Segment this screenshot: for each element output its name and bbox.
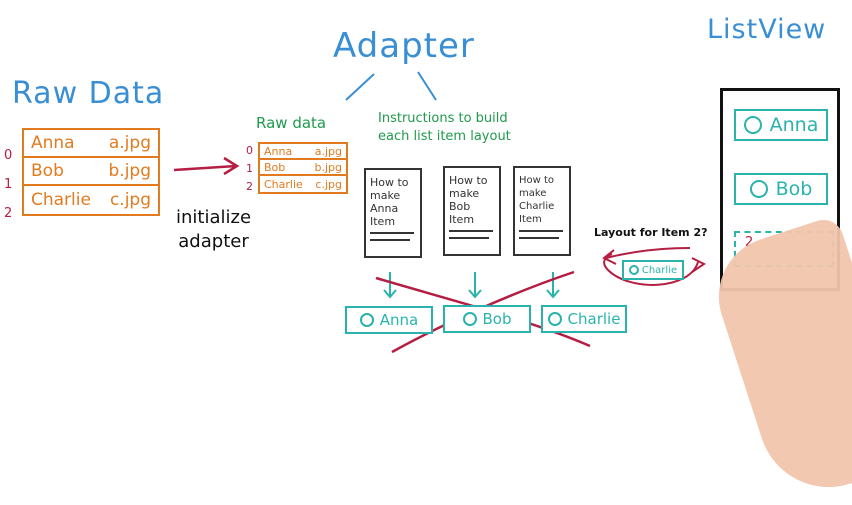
card-squiggle [370,239,410,241]
raw-index-0: 0 [4,148,13,163]
card-line: make [519,188,547,199]
table-row: Anna a.jpg [24,130,158,158]
raw-data-title: Raw Data [12,76,165,111]
item-label: Bob [775,178,813,200]
table-row: Anna a.jpg [260,144,346,160]
card-line: make [370,189,401,202]
instructions-line-2: each list item layout [378,129,511,144]
card-line: Charlie [519,201,555,212]
card-squiggle [370,232,414,234]
table-row: Charlie c.jpg [260,176,346,192]
instructions-label: Instructions to build each list item lay… [378,110,511,146]
item-label: Charlie [567,310,621,328]
card-squiggle [519,230,563,232]
adapter-index-0: 0 [246,144,253,157]
down-arrows [383,272,560,299]
raw-name: Charlie [31,190,91,210]
initialize-arrow-line [173,164,237,172]
card-squiggle [449,230,493,232]
connector-layer [173,71,706,354]
instruction-card-charlie: How to make Charlie Item [513,166,571,256]
list-item: Anna [345,306,433,334]
card-squiggle [449,237,489,239]
adapter-file: b.jpg [314,160,343,174]
card-squiggle [519,237,559,239]
adapter-name: Anna [264,144,293,158]
adapter-label: adapter [178,231,249,252]
table-row: Charlie c.jpg [24,186,158,214]
layout-question-label: Layout for Item 2? [594,226,708,239]
item-label: Anna [379,311,419,329]
card-line: Bob [449,200,471,213]
face-icon [743,116,762,134]
listview-frame: Anna Bob 2 [720,88,840,291]
item-label: Charlie [641,264,678,276]
raw-file: c.jpg [109,190,151,210]
card-line: How to [519,175,555,186]
card-line: Item [519,214,542,225]
raw-name: Bob [31,161,64,181]
raw-file: a.jpg [108,133,151,153]
adapter-raw-data-label: Raw data [256,114,327,132]
layout-request-arrow [605,247,691,259]
card-line: make [449,187,480,200]
adapter-index-1: 1 [246,162,253,175]
raw-name: Anna [31,133,75,153]
table-row: Bob b.jpg [260,160,346,176]
face-icon [547,312,562,326]
list-item: Bob [443,305,531,333]
table-row: Bob b.jpg [24,158,158,186]
layout-return-arrow-head [691,257,706,273]
instruction-card-anna: How to make Anna Item [364,168,422,258]
initialize-adapter-label: initialize adapter [176,206,251,254]
face-icon [359,313,374,327]
list-item: Charlie [541,305,627,333]
raw-index-1: 1 [4,177,13,192]
adapter-file: c.jpg [315,177,342,191]
card-line: Item [449,213,475,226]
small-list-item: Charlie [622,260,684,280]
card-line: How to [449,174,488,187]
raw-file: b.jpg [108,161,152,181]
adapter-title: Adapter [333,26,475,66]
adapter-branch-right [417,71,437,101]
raw-data-table: Anna a.jpg Bob b.jpg Charlie c.jpg [22,128,160,216]
face-icon [749,180,768,198]
layout-request-arrow-head [602,249,617,265]
item-label: Anna [769,114,819,136]
listview-item-bob: Bob [734,173,828,205]
card-line: Anna [370,202,399,215]
instruction-card-bob: How to make Bob Item [443,166,501,256]
adapter-file: a.jpg [314,144,342,158]
initialize-arrow-head [223,156,240,176]
face-icon [462,312,477,326]
adapter-name: Charlie [264,177,303,191]
face-icon [628,265,639,275]
adapter-name: Bob [264,160,286,174]
listview-item-anna: Anna [734,109,828,141]
item-label: Bob [482,310,512,328]
listview-empty-index: 2 [745,235,754,250]
adapter-raw-data-table: Anna a.jpg Bob b.jpg Charlie c.jpg [258,142,348,194]
listview-title: ListView [707,14,827,45]
instructions-line-1: Instructions to build [378,111,508,126]
adapter-branch-left [345,73,375,101]
card-line: Item [370,215,396,228]
raw-index-2: 2 [4,206,13,221]
card-line: How to [370,176,409,189]
initialize-label: initialize [176,207,252,228]
adapter-index-2: 2 [246,180,253,193]
